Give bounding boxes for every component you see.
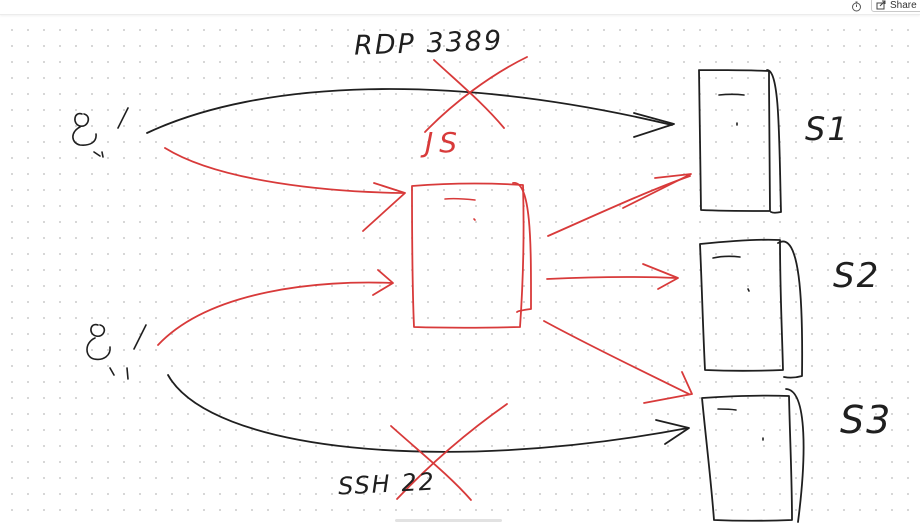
user-2-to-jump-server bbox=[157, 269, 394, 346]
share-label: Share bbox=[890, 0, 917, 11]
jump-server-label: JS bbox=[425, 126, 464, 159]
server-s3-icon bbox=[701, 388, 805, 523]
server-s1-label: S1 bbox=[805, 110, 850, 148]
server-s2-icon bbox=[699, 238, 804, 379]
server-s2-label: S2 bbox=[833, 256, 881, 296]
share-icon bbox=[876, 0, 886, 10]
user-2-icon bbox=[86, 323, 147, 380]
server-s1-icon bbox=[698, 69, 782, 214]
jump-server-to-s1 bbox=[547, 173, 692, 237]
direct-rdp-connection bbox=[146, 88, 675, 138]
ssh-port-label: SSH 22 bbox=[337, 467, 437, 501]
jump-server-to-s2 bbox=[546, 263, 679, 290]
user-1-to-jump-server bbox=[164, 147, 406, 232]
rdp-port-label: RDP 3389 bbox=[353, 25, 504, 62]
direct-ssh-connection bbox=[167, 374, 690, 453]
rdp-blocked-cross bbox=[424, 56, 528, 133]
server-s3-label: S3 bbox=[840, 398, 893, 442]
jump-server-box bbox=[411, 182, 532, 329]
timer-icon[interactable] bbox=[850, 0, 862, 12]
horizontal-scrollbar[interactable] bbox=[395, 519, 502, 522]
user-1-icon bbox=[72, 107, 129, 158]
top-toolbar: Share bbox=[0, 0, 920, 15]
ssh-blocked-cross bbox=[390, 403, 508, 501]
jump-server-to-s3 bbox=[543, 320, 693, 404]
share-button[interactable]: Share bbox=[871, 0, 920, 12]
